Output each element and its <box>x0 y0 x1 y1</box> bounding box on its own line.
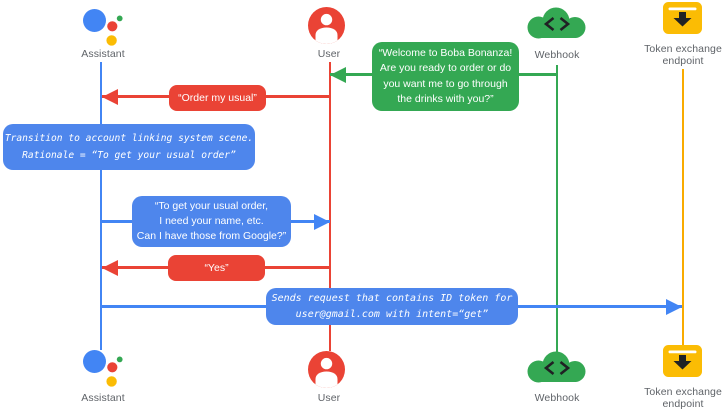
user-icon <box>308 7 345 49</box>
transition-note: Transition to account linking system sce… <box>3 124 255 170</box>
question-arrowhead-icon <box>314 214 330 230</box>
assistant-label-top: Assistant <box>81 48 125 60</box>
yes-arrowhead-icon <box>102 260 118 276</box>
user-label-bottom: User <box>317 392 341 404</box>
sends-request-arrowhead-icon <box>666 299 682 315</box>
order-my-usual-message: “Order my usual” <box>169 85 266 111</box>
assistant-icon <box>83 9 123 51</box>
webhook-icon <box>526 7 588 46</box>
sends-request-message: Sends request that contains ID token for… <box>266 288 518 325</box>
webhook-lifeline <box>556 65 558 352</box>
user-lifeline <box>329 62 331 351</box>
token-endpoint-label-bottom: Token exchange endpoint <box>644 386 722 410</box>
assistant-icon <box>83 350 123 392</box>
order-arrowhead-icon <box>102 89 118 105</box>
get-usual-order-message: “To get your usual order, I need your na… <box>132 196 291 247</box>
token-endpoint-icon <box>663 2 702 39</box>
webhook-label-bottom: Webhook <box>534 392 580 404</box>
welcome-message: “Welcome to Boba Bonanza! Are you ready … <box>372 42 519 111</box>
token-endpoint-label-top: Token exchange endpoint <box>644 43 722 67</box>
user-label-top: User <box>317 48 341 60</box>
webhook-label-top: Webhook <box>534 49 580 61</box>
welcome-arrowhead-icon <box>330 67 346 83</box>
assistant-label-bottom: Assistant <box>81 392 125 404</box>
token-endpoint-lifeline <box>682 69 684 345</box>
user-icon <box>308 351 345 393</box>
webhook-icon <box>526 351 588 390</box>
assistant-lifeline <box>100 62 102 350</box>
yes-message: “Yes” <box>168 255 265 281</box>
token-endpoint-icon <box>663 345 702 382</box>
